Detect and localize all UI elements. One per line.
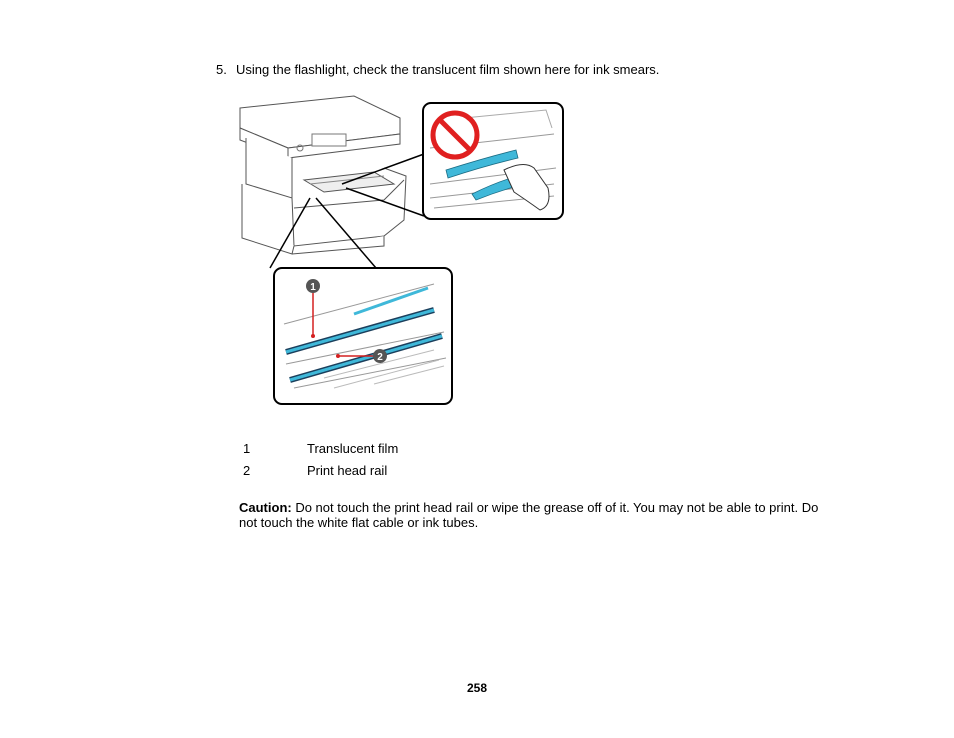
legend-row: 1 Translucent film <box>243 441 543 463</box>
legend-label: Translucent film <box>307 441 398 457</box>
legend-label: Print head rail <box>307 463 387 479</box>
callout-1-label: 1 <box>310 282 316 293</box>
page-number: 258 <box>0 681 954 695</box>
step-text: Using the flashlight, check the transluc… <box>236 62 659 77</box>
caution-label: Caution: <box>239 500 292 515</box>
legend-number: 2 <box>243 463 250 479</box>
legend-number: 1 <box>243 441 250 457</box>
prohibit-icon <box>433 113 477 157</box>
caution-text: Do not touch the print head rail or wipe… <box>239 500 818 530</box>
step-number: 5. <box>216 62 236 78</box>
legend-row: 2 Print head rail <box>243 463 543 485</box>
step-5: 5.Using the flashlight, check the transl… <box>216 62 816 78</box>
caution-note: Caution: Do not touch the print head rai… <box>239 500 839 530</box>
printer-overview <box>240 96 406 254</box>
callout-legend: 1 Translucent film 2 Print head rail <box>243 441 543 485</box>
callout-2-label: 2 <box>377 352 383 363</box>
printer-illustration: 1 2 <box>234 88 574 408</box>
